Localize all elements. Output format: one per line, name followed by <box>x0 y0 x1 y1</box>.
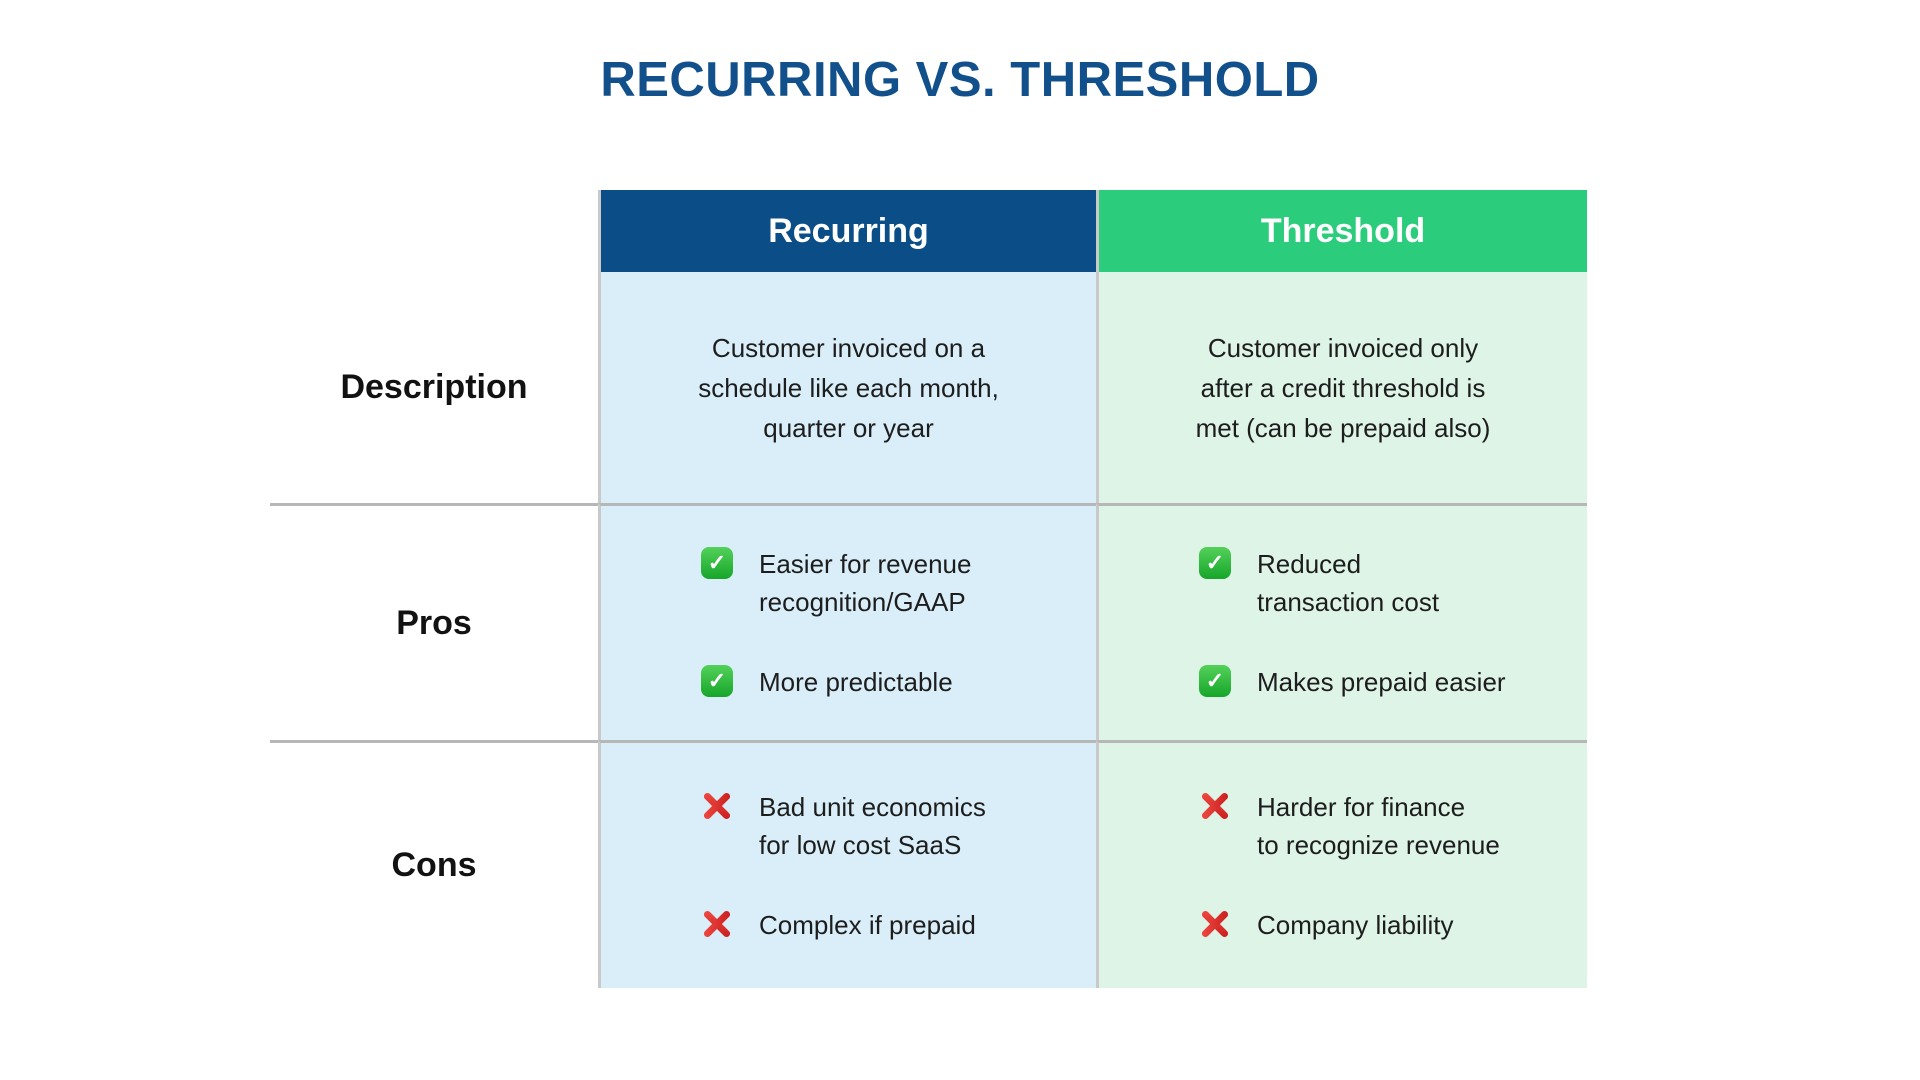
row-label-description: Description <box>270 272 598 503</box>
row-label-pros: Pros <box>270 503 598 740</box>
recurring-pros-cell: ✓ Easier for revenue recognition/GAAP ✓ … <box>598 503 1096 740</box>
check-icon: ✓ <box>1199 547 1231 579</box>
check-glyph: ✓ <box>707 668 727 693</box>
threshold-description-text: Customer invoiced only after a credit th… <box>1195 332 1491 443</box>
cons-label: Cons <box>391 846 477 884</box>
check-glyph: ✓ <box>707 550 727 575</box>
threshold-cons-cell: Harder for finance to recognize revenue … <box>1096 740 1587 988</box>
header-cell-threshold: Threshold <box>1096 190 1587 272</box>
list-item: Complex if prepaid <box>701 906 1080 944</box>
check-icon: ✓ <box>701 665 733 697</box>
check-icon: ✓ <box>701 547 733 579</box>
pro-text: Easier for revenue recognition/GAAP <box>759 549 972 617</box>
corner-cell <box>270 190 598 272</box>
recurring-description-text: Customer invoiced on a schedule like eac… <box>698 332 999 443</box>
recurring-description-cell: Customer invoiced on a schedule like eac… <box>598 272 1096 503</box>
pro-text: Makes prepaid easier <box>1257 667 1506 697</box>
list-item: ✓ Reduced transaction cost <box>1199 545 1571 621</box>
check-icon: ✓ <box>1199 665 1231 697</box>
check-glyph: ✓ <box>1205 550 1225 575</box>
cross-icon <box>1199 790 1231 822</box>
pros-label: Pros <box>396 603 472 642</box>
pro-text: Reduced transaction cost <box>1257 549 1440 617</box>
con-text: Bad unit economics for low cost SaaS <box>759 791 986 860</box>
page-title: RECURRING VS. THRESHOLD <box>600 53 1320 107</box>
recurring-header-label: Recurring <box>768 211 929 250</box>
comparison-table: Recurring Threshold Description Customer… <box>270 190 1587 988</box>
cross-icon <box>701 908 733 940</box>
list-item: Bad unit economics for low cost SaaS <box>701 788 1080 864</box>
check-glyph: ✓ <box>1205 668 1225 693</box>
list-item: ✓ Makes prepaid easier <box>1199 663 1571 701</box>
con-text: Company liability <box>1257 909 1454 940</box>
threshold-header-label: Threshold <box>1260 211 1426 250</box>
list-item: Company liability <box>1199 906 1571 944</box>
con-text: Complex if prepaid <box>759 909 976 940</box>
header-cell-recurring: Recurring <box>598 190 1096 272</box>
cross-icon <box>701 790 733 822</box>
threshold-pros-cell: ✓ Reduced transaction cost ✓ Makes prepa… <box>1096 503 1587 740</box>
recurring-cons-cell: Bad unit economics for low cost SaaS Com… <box>598 740 1096 988</box>
pro-text: More predictable <box>759 667 953 697</box>
row-label-cons: Cons <box>270 740 598 988</box>
list-item: Harder for finance to recognize revenue <box>1199 788 1571 864</box>
con-text: Harder for finance to recognize revenue <box>1257 791 1500 860</box>
list-item: ✓ More predictable <box>701 663 1080 701</box>
cross-icon <box>1199 908 1231 940</box>
threshold-description-cell: Customer invoiced only after a credit th… <box>1096 272 1587 503</box>
list-item: ✓ Easier for revenue recognition/GAAP <box>701 545 1080 621</box>
description-label: Description <box>340 368 528 406</box>
